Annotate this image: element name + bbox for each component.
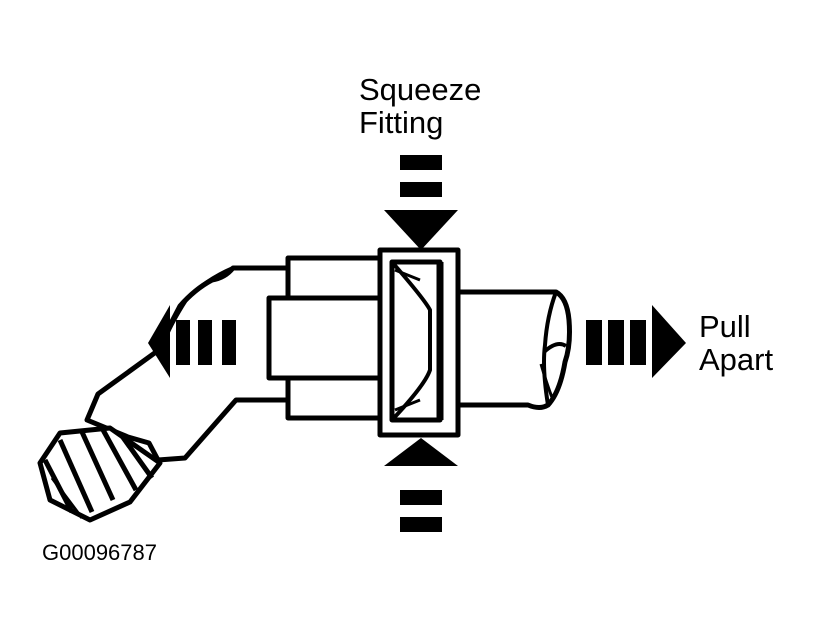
squeeze-fitting-label-line1: Squeeze bbox=[359, 72, 482, 107]
angled-hose-barb bbox=[37, 265, 290, 523]
pull-apart-label: Pull Apart bbox=[699, 310, 773, 376]
barb-ridges bbox=[37, 425, 163, 523]
fitting-body bbox=[266, 247, 461, 438]
squeeze-arrow-bottom bbox=[384, 438, 458, 532]
squeeze-fitting-label-line2: Fitting bbox=[359, 105, 444, 140]
pull-arrow-right bbox=[586, 305, 686, 378]
straight-tube bbox=[455, 289, 572, 410]
pull-arrow-left bbox=[148, 305, 236, 378]
squeeze-fitting-label: Squeeze Fitting bbox=[359, 73, 481, 139]
figure-id-label: G00096787 bbox=[42, 540, 157, 565]
squeeze-arrow-top bbox=[384, 155, 458, 250]
pull-apart-label-line2: Apart bbox=[699, 342, 774, 377]
pull-apart-label-line1: Pull bbox=[699, 309, 751, 344]
